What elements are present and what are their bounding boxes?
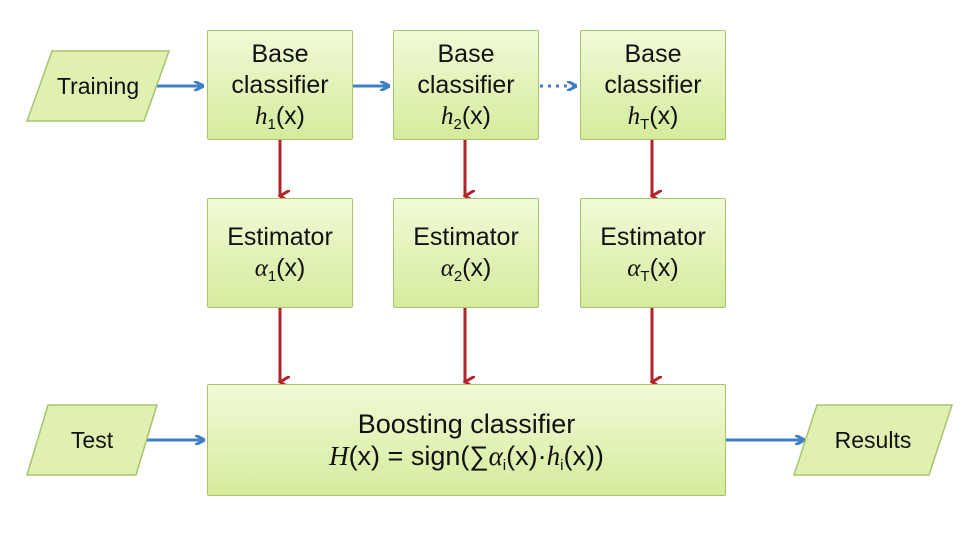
base-classifier-label: classifier — [417, 70, 515, 99]
test-label: Test — [70, 426, 114, 453]
estimator-label: Estimator — [600, 223, 706, 251]
results-label: Results — [834, 426, 912, 453]
estimator-T: Estimator αT(x) — [580, 198, 726, 308]
base-classifier-formula: h1(x) — [255, 101, 305, 133]
estimator-label: Estimator — [413, 223, 519, 251]
base-classifier-label: Base — [624, 39, 682, 68]
estimator-label: Estimator — [227, 223, 333, 251]
base-classifier-formula: h2(x) — [441, 101, 491, 133]
boosting-formula: H(x) = sign(∑αi(x)·hi(x)) — [329, 441, 604, 474]
boosting-classifier: Boosting classifier H(x) = sign(∑αi(x)·h… — [207, 384, 726, 496]
base-classifier-label: classifier — [604, 70, 702, 99]
estimator-2: Estimator α2(x) — [393, 198, 539, 308]
training-input: Training — [26, 50, 170, 122]
estimator-1: Estimator α1(x) — [207, 198, 353, 308]
base-classifier-T: Base classifier hT(x) — [580, 30, 726, 140]
base-classifier-2: Base classifier h2(x) — [393, 30, 539, 140]
base-classifier-1: Base classifier h1(x) — [207, 30, 353, 140]
estimator-formula: α2(x) — [440, 254, 492, 285]
base-classifier-label: Base — [251, 39, 309, 68]
estimator-formula: α1(x) — [254, 254, 306, 285]
base-classifier-formula: hT(x) — [627, 101, 679, 133]
boosting-title: Boosting classifier — [357, 409, 576, 439]
base-classifier-label: classifier — [231, 70, 329, 99]
training-label: Training — [56, 72, 140, 99]
estimator-formula: αT(x) — [627, 254, 679, 285]
results-output: Results — [793, 404, 953, 476]
test-input: Test — [26, 404, 158, 476]
base-classifier-label: Base — [437, 39, 495, 68]
